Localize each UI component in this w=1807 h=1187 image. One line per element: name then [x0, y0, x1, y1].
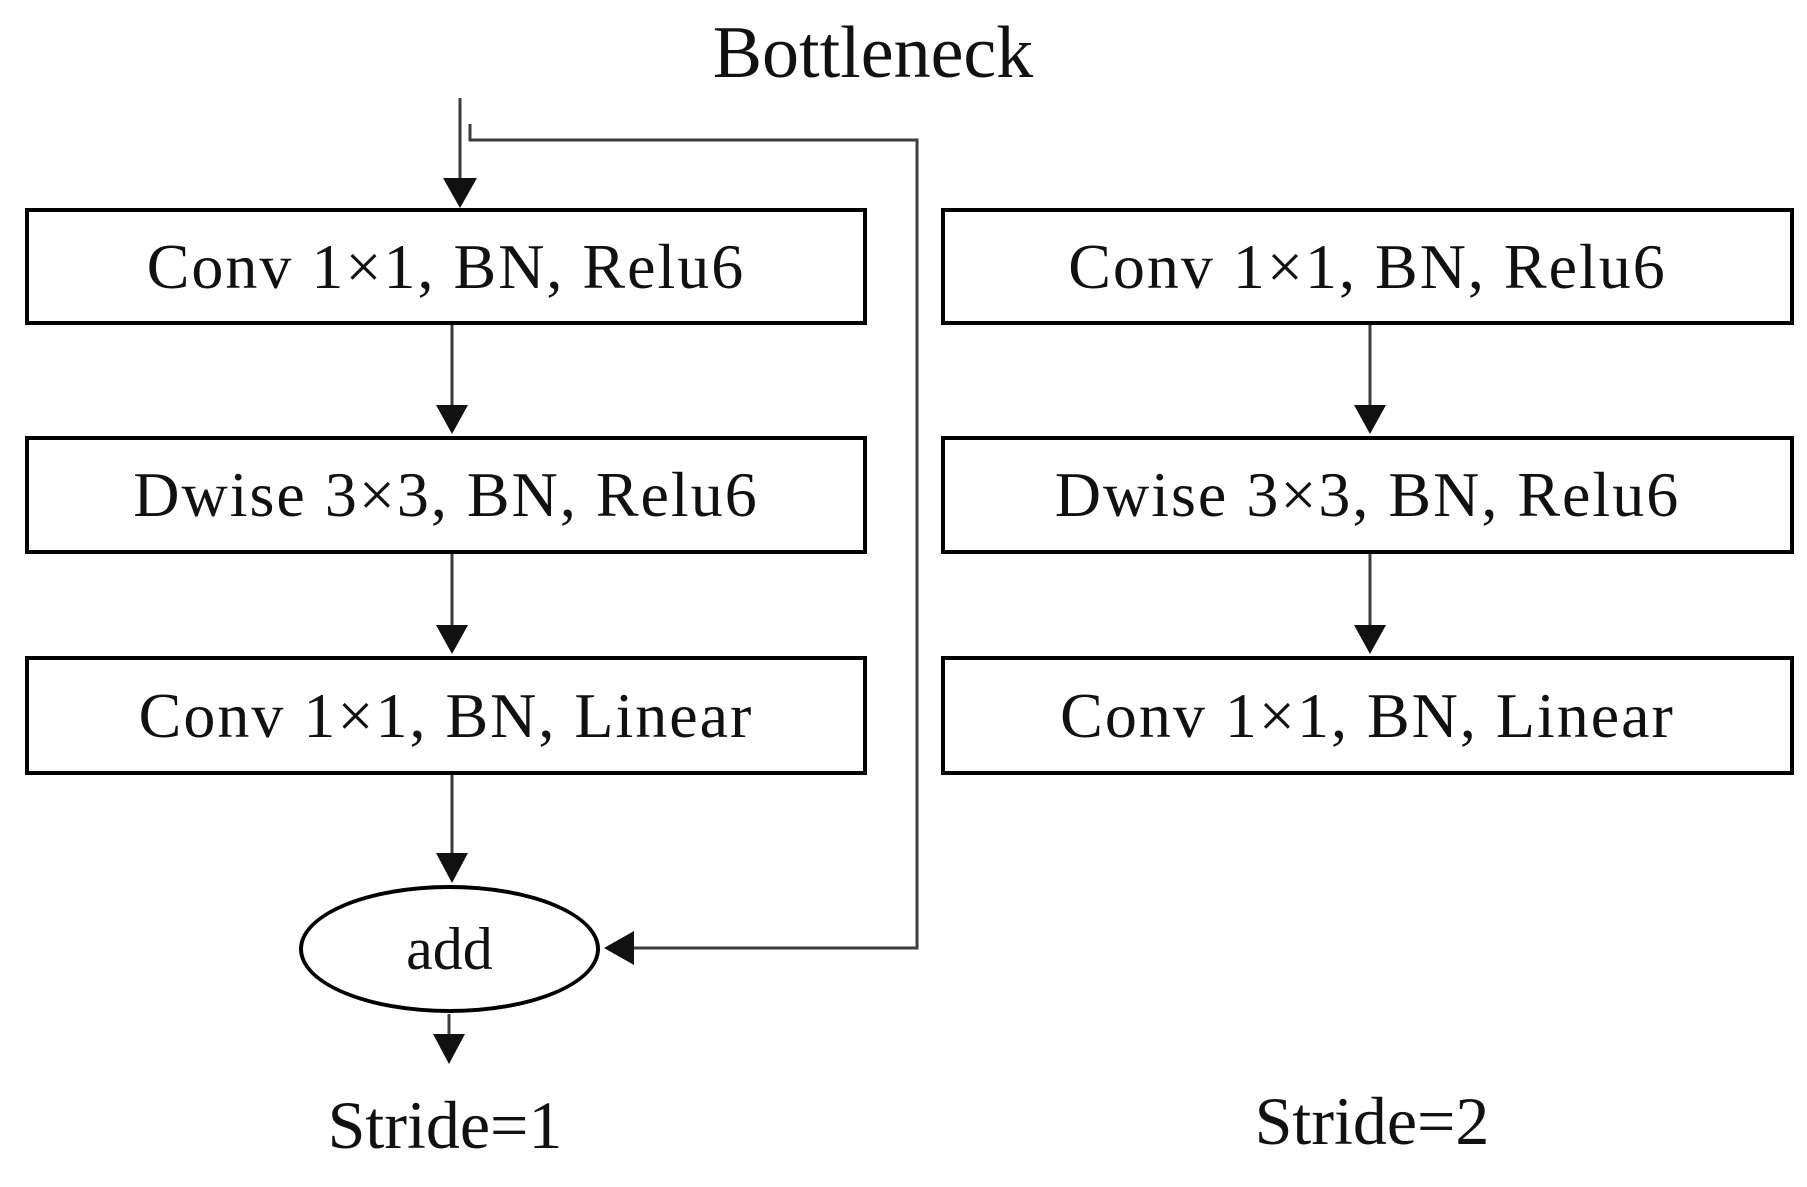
input-arrow [443, 98, 477, 208]
stride1-dwise3x3-relu6-box: Dwise 3×3, BN, Relu6 [25, 436, 867, 554]
diagram-title: Bottleneck [712, 12, 1034, 94]
stride2-conv1x1-relu6-box: Conv 1×1, BN, Relu6 [941, 208, 1794, 325]
skip-connection-arrow [468, 124, 919, 965]
left-arrow-conv-to-dwise [436, 325, 468, 434]
stride2-caption: Stride=2 [1254, 1083, 1490, 1159]
stride2-dwise3x3-relu6-box: Dwise 3×3, BN, Relu6 [941, 436, 1794, 554]
stride1-conv1x1-linear-box: Conv 1×1, BN, Linear [25, 656, 867, 775]
stride2-conv1x1-linear-box: Conv 1×1, BN, Linear [941, 656, 1794, 775]
right-arrow-dwise-to-conv [1354, 554, 1386, 654]
add-node: add [299, 885, 600, 1013]
left-arrow-conv-to-add [436, 775, 468, 883]
add-output-arrow [433, 1014, 465, 1064]
left-arrow-dwise-to-conv [436, 554, 468, 654]
stride1-conv1x1-relu6-box: Conv 1×1, BN, Relu6 [25, 208, 867, 325]
stride1-caption: Stride=1 [327, 1087, 563, 1163]
right-arrow-conv-to-dwise [1354, 325, 1386, 434]
